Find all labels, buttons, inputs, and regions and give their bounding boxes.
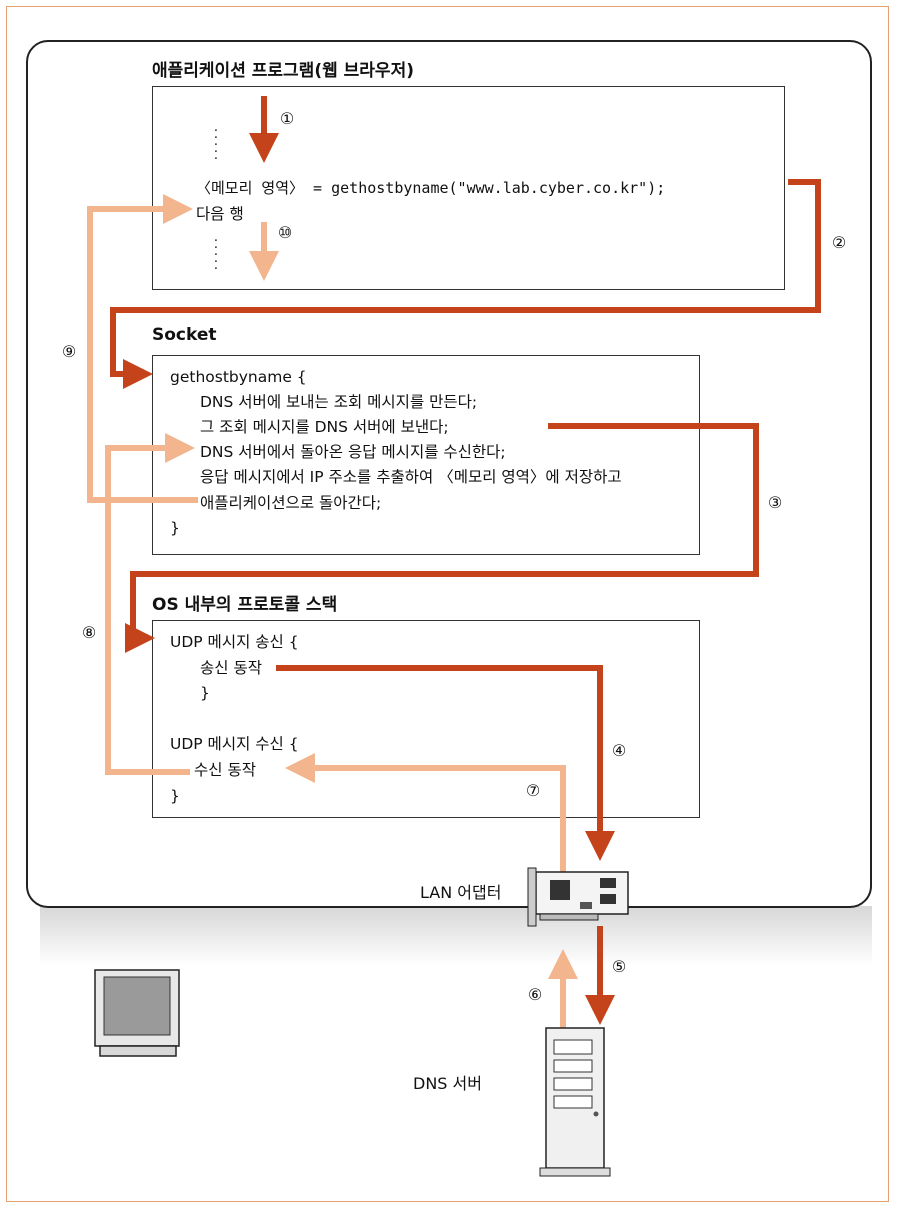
step-3-label: ③	[767, 493, 783, 512]
server-tower-icon	[539, 1027, 611, 1177]
arrow-step-8	[105, 433, 195, 775]
socket-line-0: gethostbyname {	[170, 368, 307, 386]
arrow-step-2	[110, 179, 821, 389]
os-line-3: UDP 메시지 수신 {	[170, 735, 299, 753]
computer-shadow	[40, 906, 872, 966]
lan-adapter-label: LAN 어댑터	[420, 883, 502, 902]
arrow-step-4	[276, 665, 615, 861]
os-line-1: 송신 동작	[200, 659, 262, 677]
computer-monitor-icon	[94, 969, 180, 1057]
arrow-step-3	[125, 423, 759, 653]
socket-line-3: DNS 서버에서 돌아온 응답 메시지를 수신한다;	[200, 443, 506, 461]
os-box	[152, 620, 700, 818]
arrow-step-7	[285, 753, 566, 872]
network-card-icon	[527, 867, 629, 927]
socket-title: Socket	[152, 325, 217, 345]
app-code-line: 〈메모리 영역〉 = gethostbyname("www.lab.cyber.…	[196, 179, 666, 197]
step-8-label: ⑧	[81, 623, 97, 642]
app-ellipsis-top: ·····	[213, 124, 219, 167]
step-2-label: ②	[831, 233, 847, 252]
os-line-4: 수신 동작	[194, 761, 256, 779]
os-line-0: UDP 메시지 송신 {	[170, 633, 299, 651]
step-10-label: ⑩	[277, 223, 293, 242]
os-title: OS 내부의 프로토콜 스택	[152, 595, 338, 615]
dns-server-label: DNS 서버	[413, 1074, 482, 1093]
step-5-label: ⑤	[611, 957, 627, 976]
step-6-label: ⑥	[527, 985, 543, 1004]
step-1-label: ①	[279, 109, 295, 128]
step-7-label: ⑦	[525, 781, 541, 800]
arrow-step-9	[87, 194, 198, 503]
figure-frame	[6, 6, 889, 1202]
os-line-2: }	[200, 684, 210, 702]
socket-line-4: 응답 메시지에서 IP 주소를 추출하여 〈메모리 영역〉에 저장하고	[200, 468, 622, 486]
app-next-line: 다음 행	[196, 205, 244, 223]
step-4-label: ④	[611, 741, 627, 760]
socket-line-2: 그 조회 메시지를 DNS 서버에 보낸다;	[200, 418, 449, 436]
socket-box	[152, 355, 700, 555]
step-9-label: ⑨	[61, 342, 77, 361]
socket-line-5: 애플리케이션으로 돌아간다;	[200, 494, 382, 512]
socket-line-6: }	[170, 519, 180, 537]
app-ellipsis-bottom: ·····	[213, 234, 219, 277]
socket-line-1: DNS 서버에 보내는 조회 메시지를 만든다;	[200, 393, 478, 411]
os-line-5: }	[170, 787, 180, 805]
app-title: 애플리케이션 프로그램(웹 브라우저)	[152, 61, 414, 81]
